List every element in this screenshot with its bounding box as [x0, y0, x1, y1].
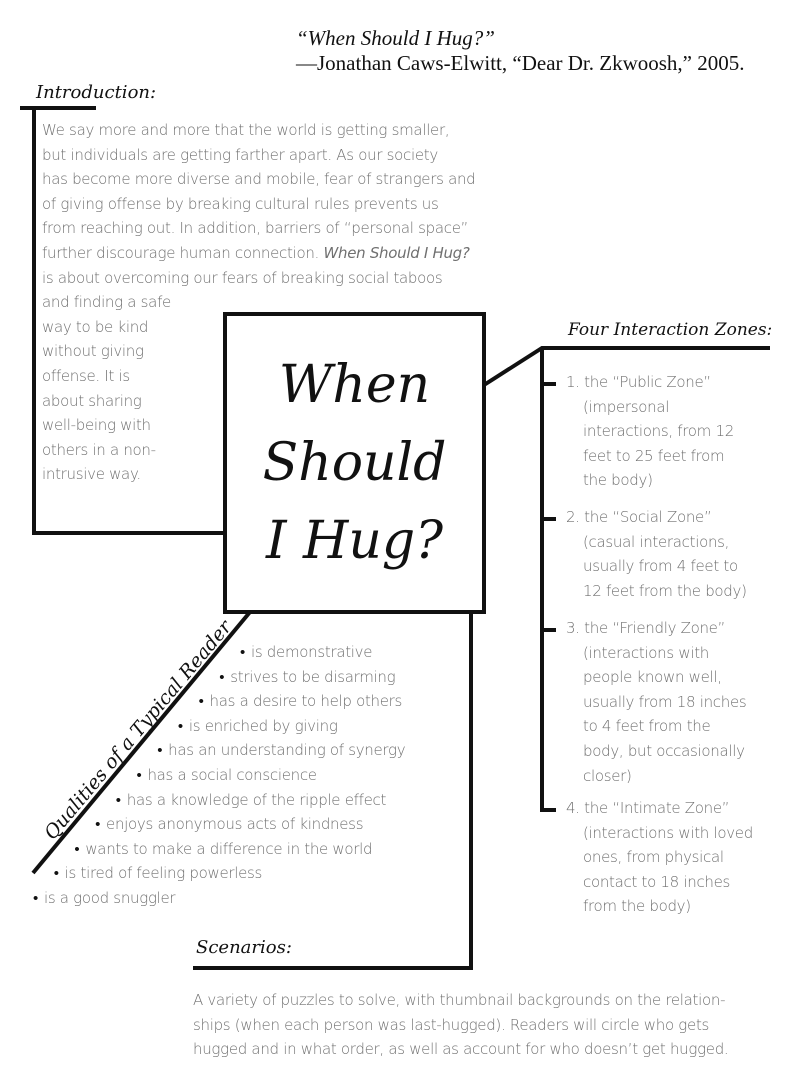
- zone-line: usually from 4 feet to: [583, 557, 738, 576]
- introduction-line: from reaching out. In addition, barriers…: [42, 219, 469, 238]
- introduction-line: intrusive way.: [42, 465, 141, 484]
- introduction-line: We say more and more that the world is g…: [42, 121, 450, 139]
- zone-line: 3. the “Friendly Zone”: [566, 619, 726, 637]
- introduction-line: about sharing: [42, 391, 142, 410]
- zone-line: (impersonal: [583, 397, 670, 416]
- quality-item: is a good snuggler: [33, 886, 176, 911]
- introduction-line: offense. It is: [42, 366, 130, 385]
- scenarios-text: A variety of puzzles to solve, with thum…: [193, 988, 729, 1062]
- zone-line: closer): [583, 766, 632, 785]
- book-title-italic: When Should I Hug?: [323, 243, 470, 262]
- qualities-diagonal-line: [31, 610, 252, 875]
- quality-item: is enriched by giving: [178, 714, 338, 739]
- zone-line: contact to 18 inches: [583, 872, 731, 891]
- zone-line: interactions, from 12: [583, 422, 734, 441]
- zone-line: to 4 feet from the: [583, 717, 711, 736]
- quality-item: is demonstrative: [240, 640, 373, 665]
- introduction-line: of giving offense by breaking cultural r…: [42, 194, 439, 213]
- scenarios-bracket-line: [193, 612, 473, 970]
- title-box: When Should I Hug?: [223, 312, 486, 614]
- epigraph-title: “When Should I Hug?”: [296, 26, 495, 50]
- introduction-line: but individuals are getting farther apar…: [42, 145, 438, 164]
- zone-item: 2. the “Social Zone” (casual interactions…: [566, 505, 747, 603]
- title-line: I Hug?: [265, 511, 444, 571]
- introduction-text: We say more and more that the world is g…: [42, 118, 542, 487]
- zone-item: 1. the “Public Zone” (impersonal interacti…: [566, 370, 734, 493]
- scenarios-heading: Scenarios:: [196, 937, 292, 958]
- zone-line: feet to 25 feet from: [583, 446, 725, 465]
- zone-line: usually from 18 inches: [583, 692, 747, 711]
- introduction-line: without giving: [42, 342, 144, 361]
- zone-line: 12 feet from the body): [583, 581, 747, 600]
- scenarios-line: ships (when each person was last-hugged)…: [193, 1015, 710, 1034]
- zone-line: from the body): [583, 897, 691, 916]
- scenarios-line: A variety of puzzles to solve, with thum…: [193, 991, 726, 1009]
- introduction-line-part: further discourage human connection.: [42, 243, 324, 262]
- zone-line: 1. the “Public Zone”: [566, 373, 711, 391]
- introduction-line: has become more diverse and mobile, fear…: [42, 170, 476, 189]
- quality-item: has a knowledge of the ripple effect: [116, 788, 387, 813]
- epigraph: “When Should I Hug?” —Jonathan Caws-Elwi…: [296, 26, 745, 76]
- zone-line: people known well,: [583, 668, 722, 687]
- zone-line: (interactions with: [583, 643, 709, 662]
- quality-item: has an understanding of synergy: [157, 738, 405, 763]
- zone-item: 3. the “Friendly Zone” (interactions with…: [566, 616, 747, 788]
- introduction-line: is about overcoming our fears of breakin…: [42, 268, 443, 287]
- introduction-line: way to be kind: [42, 317, 149, 336]
- scenarios-line: hugged and in what order, as well as acc…: [193, 1040, 729, 1059]
- introduction-line: and finding a safe: [42, 293, 171, 312]
- quality-item: is tired of feeling powerless: [54, 861, 263, 886]
- quality-item: has a desire to help others: [199, 689, 403, 714]
- quality-item: wants to make a difference in the world: [74, 837, 372, 862]
- title-line: Should: [262, 433, 447, 493]
- zone-line: body, but occasionally: [583, 741, 745, 760]
- zone-item: 4. the “Intimate Zone” (interactions with…: [566, 796, 753, 919]
- quality-item: strives to be disarming: [219, 665, 395, 690]
- introduction-line: further discourage human connection. Whe…: [42, 241, 542, 266]
- epigraph-attribution: —Jonathan Caws-Elwitt, “Dear Dr. Zkwoosh…: [296, 51, 745, 75]
- zone-line: (interactions with loved: [583, 823, 753, 842]
- introduction-line: others in a non-: [42, 440, 156, 459]
- introduction-line: well-being with: [42, 416, 151, 435]
- zones-heading: Four Interaction Zones:: [568, 320, 773, 340]
- zone-line: ones, from physical: [583, 848, 724, 867]
- zone-line: the body): [583, 471, 653, 490]
- quality-item: enjoys anonymous acts of kindness: [95, 812, 363, 837]
- zone-line: 4. the “Intimate Zone”: [566, 799, 730, 817]
- title-line: When: [278, 355, 431, 415]
- zone-line: 2. the “Social Zone”: [566, 508, 712, 526]
- zone-line: (casual interactions,: [583, 532, 730, 551]
- introduction-heading: Introduction:: [36, 82, 157, 103]
- quality-item: has a social conscience: [137, 763, 317, 788]
- intro-bracket-line: [32, 106, 223, 535]
